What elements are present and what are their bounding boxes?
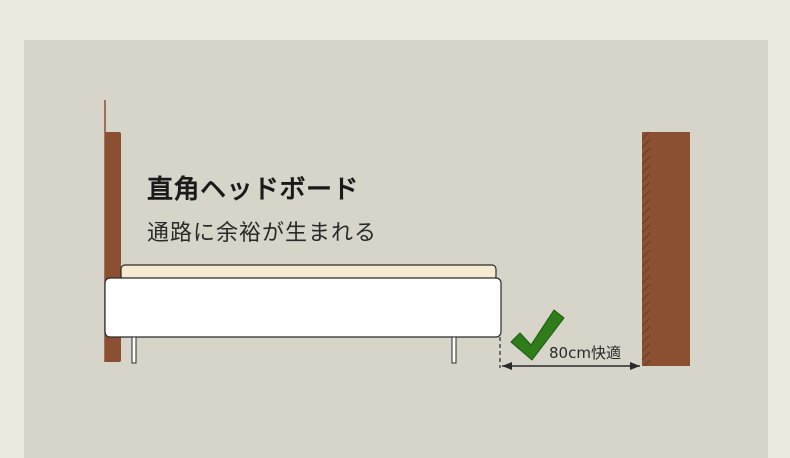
- wall-hatching: [642, 132, 650, 366]
- check-mark-icon: [510, 309, 565, 361]
- bed-leg-left: [131, 336, 137, 364]
- dimension-arrow-left: [502, 362, 512, 370]
- heading: 直角ヘッドボード: [147, 175, 360, 205]
- dimension-arrow-right: [630, 362, 640, 370]
- bed-frame: [104, 277, 502, 338]
- dimension-label: 80cm快適: [549, 344, 621, 362]
- subheading: 通路に余裕が生まれる: [147, 221, 378, 246]
- bed-leg-right: [451, 336, 457, 364]
